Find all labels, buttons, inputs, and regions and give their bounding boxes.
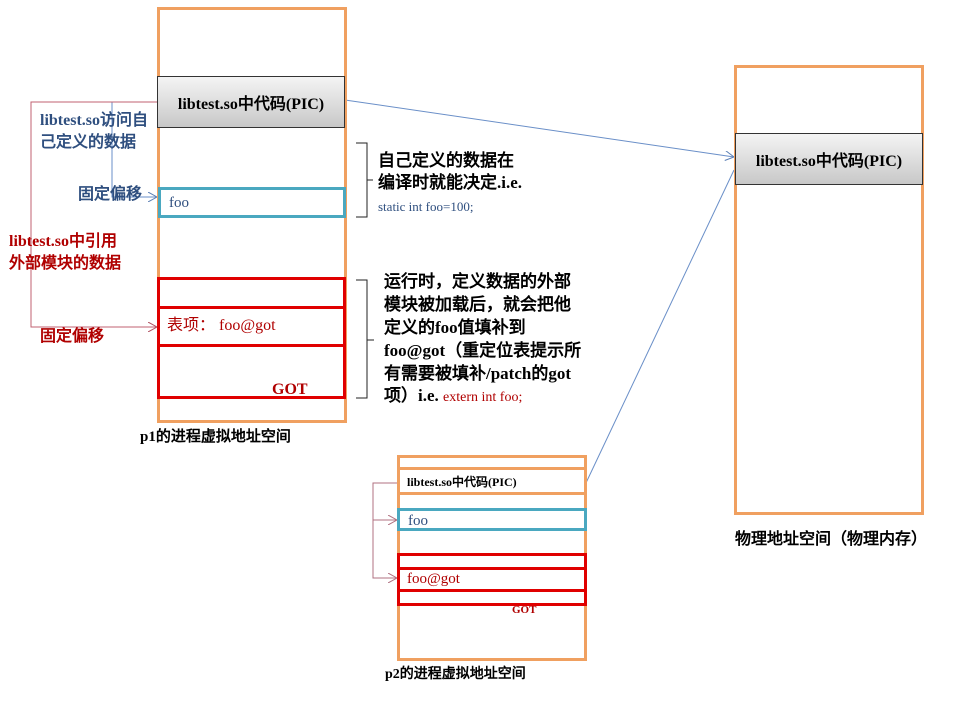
p1-got-block	[157, 277, 346, 399]
got-divider	[397, 567, 587, 570]
physical-address-space	[734, 65, 924, 515]
extern-ref-label-1: libtest.so中引用	[9, 233, 118, 250]
p2-divider	[397, 467, 587, 470]
p1-code-label: libtest.so中代码(PIC)	[177, 96, 325, 113]
p2-foo-label: foo	[408, 513, 428, 529]
runtime-note-3: 定义的foo值填补到	[384, 318, 526, 337]
fixed-offset-blue: 固定偏移	[78, 186, 143, 203]
static-note-2: 编译时就能决定.i.e.	[378, 173, 523, 192]
p1-caption: p1的进程虚拟地址空间	[140, 429, 291, 445]
fixed-offset-red: 固定偏移	[40, 328, 105, 345]
static-bracket	[356, 142, 373, 218]
runtime-note-6: 项）i.e. extern int foo;	[384, 386, 522, 407]
runtime-note-5: 有需要被填补/patch的got	[384, 364, 571, 383]
static-code: static int foo=100;	[378, 199, 474, 214]
static-note-1: 自己定义的数据在	[378, 151, 514, 170]
runtime-note-last: 项）i.e.	[384, 386, 444, 405]
extern-ref-label-2: 外部模块的数据	[9, 255, 122, 272]
runtime-bracket	[356, 279, 374, 399]
p2-got-entry-label: foo@got	[407, 571, 460, 587]
runtime-note-4: foo@got（重定位表提示所	[384, 341, 582, 360]
physical-code-label: libtest.so中代码(PIC)	[755, 153, 903, 170]
runtime-note-2: 模块被加载后，就会把他	[384, 295, 571, 314]
p1-foo-label: foo	[169, 195, 189, 211]
physical-code-block: libtest.so中代码(PIC)	[735, 133, 923, 185]
extern-code: extern int foo;	[443, 390, 523, 405]
p1-got-entry-label: 表项： foo@got	[167, 317, 276, 334]
runtime-note-1: 运行时，定义数据的外部	[384, 272, 571, 291]
p2-foo-arrow	[372, 482, 398, 520]
p2-divider	[397, 492, 587, 495]
access-own-label-1: libtest.so访问自	[40, 112, 149, 129]
access-own-label-2: 己定义的数据	[40, 134, 137, 151]
p2-code-label: libtest.so中代码(PIC)	[407, 475, 517, 489]
got-divider	[157, 344, 346, 347]
p2-to-physical-arrow	[584, 169, 735, 486]
p2-got-arrow	[372, 520, 397, 578]
p1-got-label: GOT	[272, 381, 308, 398]
p2-foo-block: foo	[397, 508, 587, 531]
p2-caption: p2的进程虚拟地址空间	[385, 667, 526, 682]
p2-got-label: GOT	[512, 604, 537, 616]
got-divider	[157, 306, 346, 309]
got-divider	[397, 589, 587, 592]
p1-to-physical-arrow	[344, 99, 734, 157]
red-offset-arrow	[30, 101, 157, 327]
p1-foo-block: foo	[158, 187, 346, 218]
p2-got-block	[397, 553, 587, 606]
physical-caption: 物理地址空间（物理内存）	[735, 531, 928, 548]
p1-code-block: libtest.so中代码(PIC)	[157, 76, 345, 128]
